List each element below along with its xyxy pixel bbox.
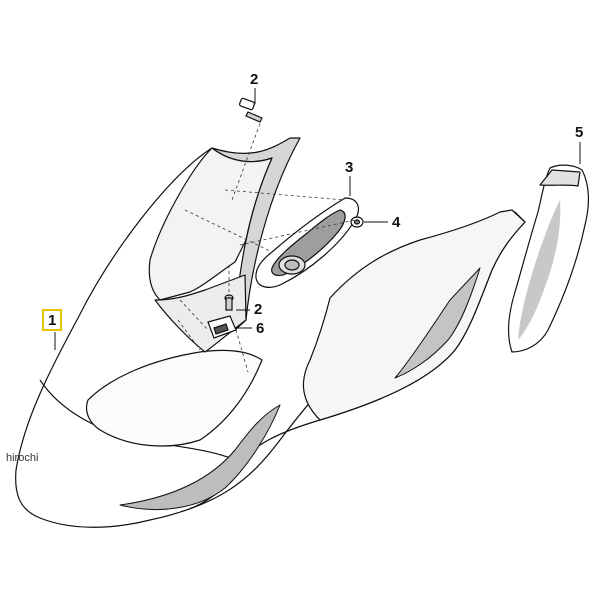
assembly-lines — [177, 117, 356, 373]
side-cover-top-lip — [539, 169, 581, 187]
callout-3[interactable]: 3 — [345, 159, 354, 176]
line-clip-down — [235, 329, 249, 373]
callout-4[interactable]: 4 — [392, 214, 401, 231]
side-cover-shade — [518, 200, 561, 340]
grille-plate-part-3 — [255, 197, 359, 288]
callout-1[interactable]: 1 — [42, 309, 63, 331]
screw-shank-upper — [245, 111, 263, 123]
clip-nut-center — [213, 323, 229, 335]
fender-right-arm — [302, 209, 526, 421]
callout-6[interactable]: 6 — [256, 320, 265, 337]
screw-upper-part-2 — [239, 97, 263, 123]
clip-nut-part-6 — [207, 315, 237, 339]
screw-head-upper — [239, 97, 255, 111]
line-clip-left — [179, 299, 209, 331]
nut-hole — [353, 219, 361, 225]
line-flange — [177, 319, 201, 351]
front-fender-part-1 — [15, 137, 526, 528]
callout-2-lower[interactable]: 2 — [254, 301, 263, 318]
fender-inner-cavity — [148, 147, 273, 301]
fender-right-arm-shade — [394, 267, 481, 379]
line-screw-upper — [231, 117, 263, 201]
screw-shank-lower — [225, 297, 233, 311]
nut-part-4 — [350, 216, 364, 228]
grille-port-inner — [284, 259, 300, 271]
line-plate-top — [224, 189, 346, 201]
line-plate-left — [184, 209, 273, 253]
line-nut — [239, 219, 356, 246]
callout-2-upper[interactable]: 2 — [250, 71, 259, 88]
fender-lower-shade — [119, 404, 281, 510]
watermark-text: hirochi — [6, 452, 39, 464]
callout-5[interactable]: 5 — [575, 124, 584, 141]
side-cover-part-5 — [507, 164, 589, 353]
fender-center-panel — [85, 349, 263, 447]
leader-lines — [54, 88, 581, 350]
